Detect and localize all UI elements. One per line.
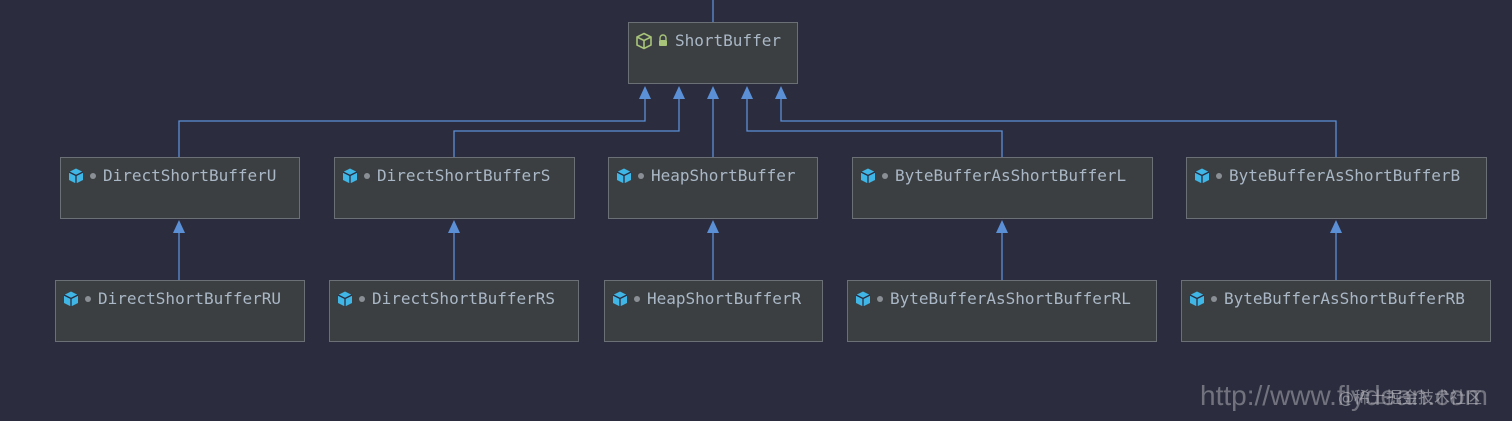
class-node-directshortbufferru[interactable]: DirectShortBufferRU: [55, 280, 305, 342]
class-node-heapshortbufferr[interactable]: HeapShortBufferR: [604, 280, 823, 342]
arrowhead: [673, 86, 685, 99]
package-private-dot-icon: [638, 173, 644, 179]
class-name: ShortBuffer: [675, 31, 781, 50]
class-node-directshortbuffers[interactable]: DirectShortBufferS: [334, 157, 575, 219]
class-node-shortbuffer[interactable]: ShortBuffer: [628, 22, 798, 84]
arrowhead: [707, 86, 719, 99]
package-private-dot-icon: [85, 296, 91, 302]
class-icon: [860, 168, 876, 184]
package-private-dot-icon: [90, 173, 96, 179]
class-name: ByteBufferAsShortBufferB: [1229, 166, 1461, 185]
abstract-class-icon: [636, 32, 652, 50]
package-private-dot-icon: [634, 296, 640, 302]
package-private-dot-icon: [364, 173, 370, 179]
class-node-bytebufferasshortbufferrb[interactable]: ByteBufferAsShortBufferRB: [1181, 280, 1491, 342]
class-icon: [612, 291, 628, 307]
arrowhead: [996, 220, 1008, 233]
arrowhead: [1330, 220, 1342, 233]
package-private-dot-icon: [877, 296, 883, 302]
class-node-bytebufferasshortbufferl[interactable]: ByteBufferAsShortBufferL: [852, 157, 1153, 219]
class-node-bytebufferasshortbufferrl[interactable]: ByteBufferAsShortBufferRL: [847, 280, 1157, 342]
class-node-directshortbufferu[interactable]: DirectShortBufferU: [60, 157, 300, 219]
class-icon: [1189, 291, 1205, 307]
package-private-dot-icon: [882, 173, 888, 179]
edge-bb-l-to-root: [746, 99, 1003, 157]
class-name: DirectShortBufferRS: [372, 289, 556, 308]
class-name: DirectShortBufferU: [103, 166, 277, 185]
watermark-url: http://www.flydean.com: [1200, 380, 1488, 411]
package-private-dot-icon: [1211, 296, 1217, 302]
package-private-dot-icon: [359, 296, 365, 302]
class-icon: [68, 168, 84, 184]
class-name: DirectShortBufferRU: [98, 289, 282, 308]
class-icon: [616, 168, 632, 184]
arrowhead: [639, 86, 651, 99]
arrowhead: [741, 86, 753, 99]
package-private-dot-icon: [1216, 173, 1222, 179]
lock-icon: [659, 34, 667, 46]
class-icon: [342, 168, 358, 184]
class-name: HeapShortBufferR: [647, 289, 802, 308]
edge-direct-s-to-root: [453, 99, 680, 157]
class-name: ByteBufferAsShortBufferRL: [890, 289, 1131, 308]
class-name: DirectShortBufferS: [377, 166, 551, 185]
arrowhead: [775, 86, 787, 99]
class-icon: [855, 291, 871, 307]
watermark-site: @稀土掘金技术社区: [1338, 388, 1483, 407]
class-name: ByteBufferAsShortBufferL: [895, 166, 1127, 185]
class-icon: [63, 291, 79, 307]
class-node-bytebufferasshortbufferb[interactable]: ByteBufferAsShortBufferB: [1186, 157, 1487, 219]
class-node-directshortbufferrs[interactable]: DirectShortBufferRS: [329, 280, 579, 342]
class-name: HeapShortBuffer: [651, 166, 796, 185]
arrowhead: [448, 220, 460, 233]
arrowhead: [173, 220, 185, 233]
arrowhead: [707, 220, 719, 233]
class-icon: [337, 291, 353, 307]
class-name: ByteBufferAsShortBufferRB: [1224, 289, 1465, 308]
class-icon: [1194, 168, 1210, 184]
class-node-heapshortbuffer[interactable]: HeapShortBuffer: [608, 157, 818, 219]
edge-direct-u-to-root: [178, 99, 646, 157]
edge-bb-b-to-root: [780, 99, 1337, 157]
